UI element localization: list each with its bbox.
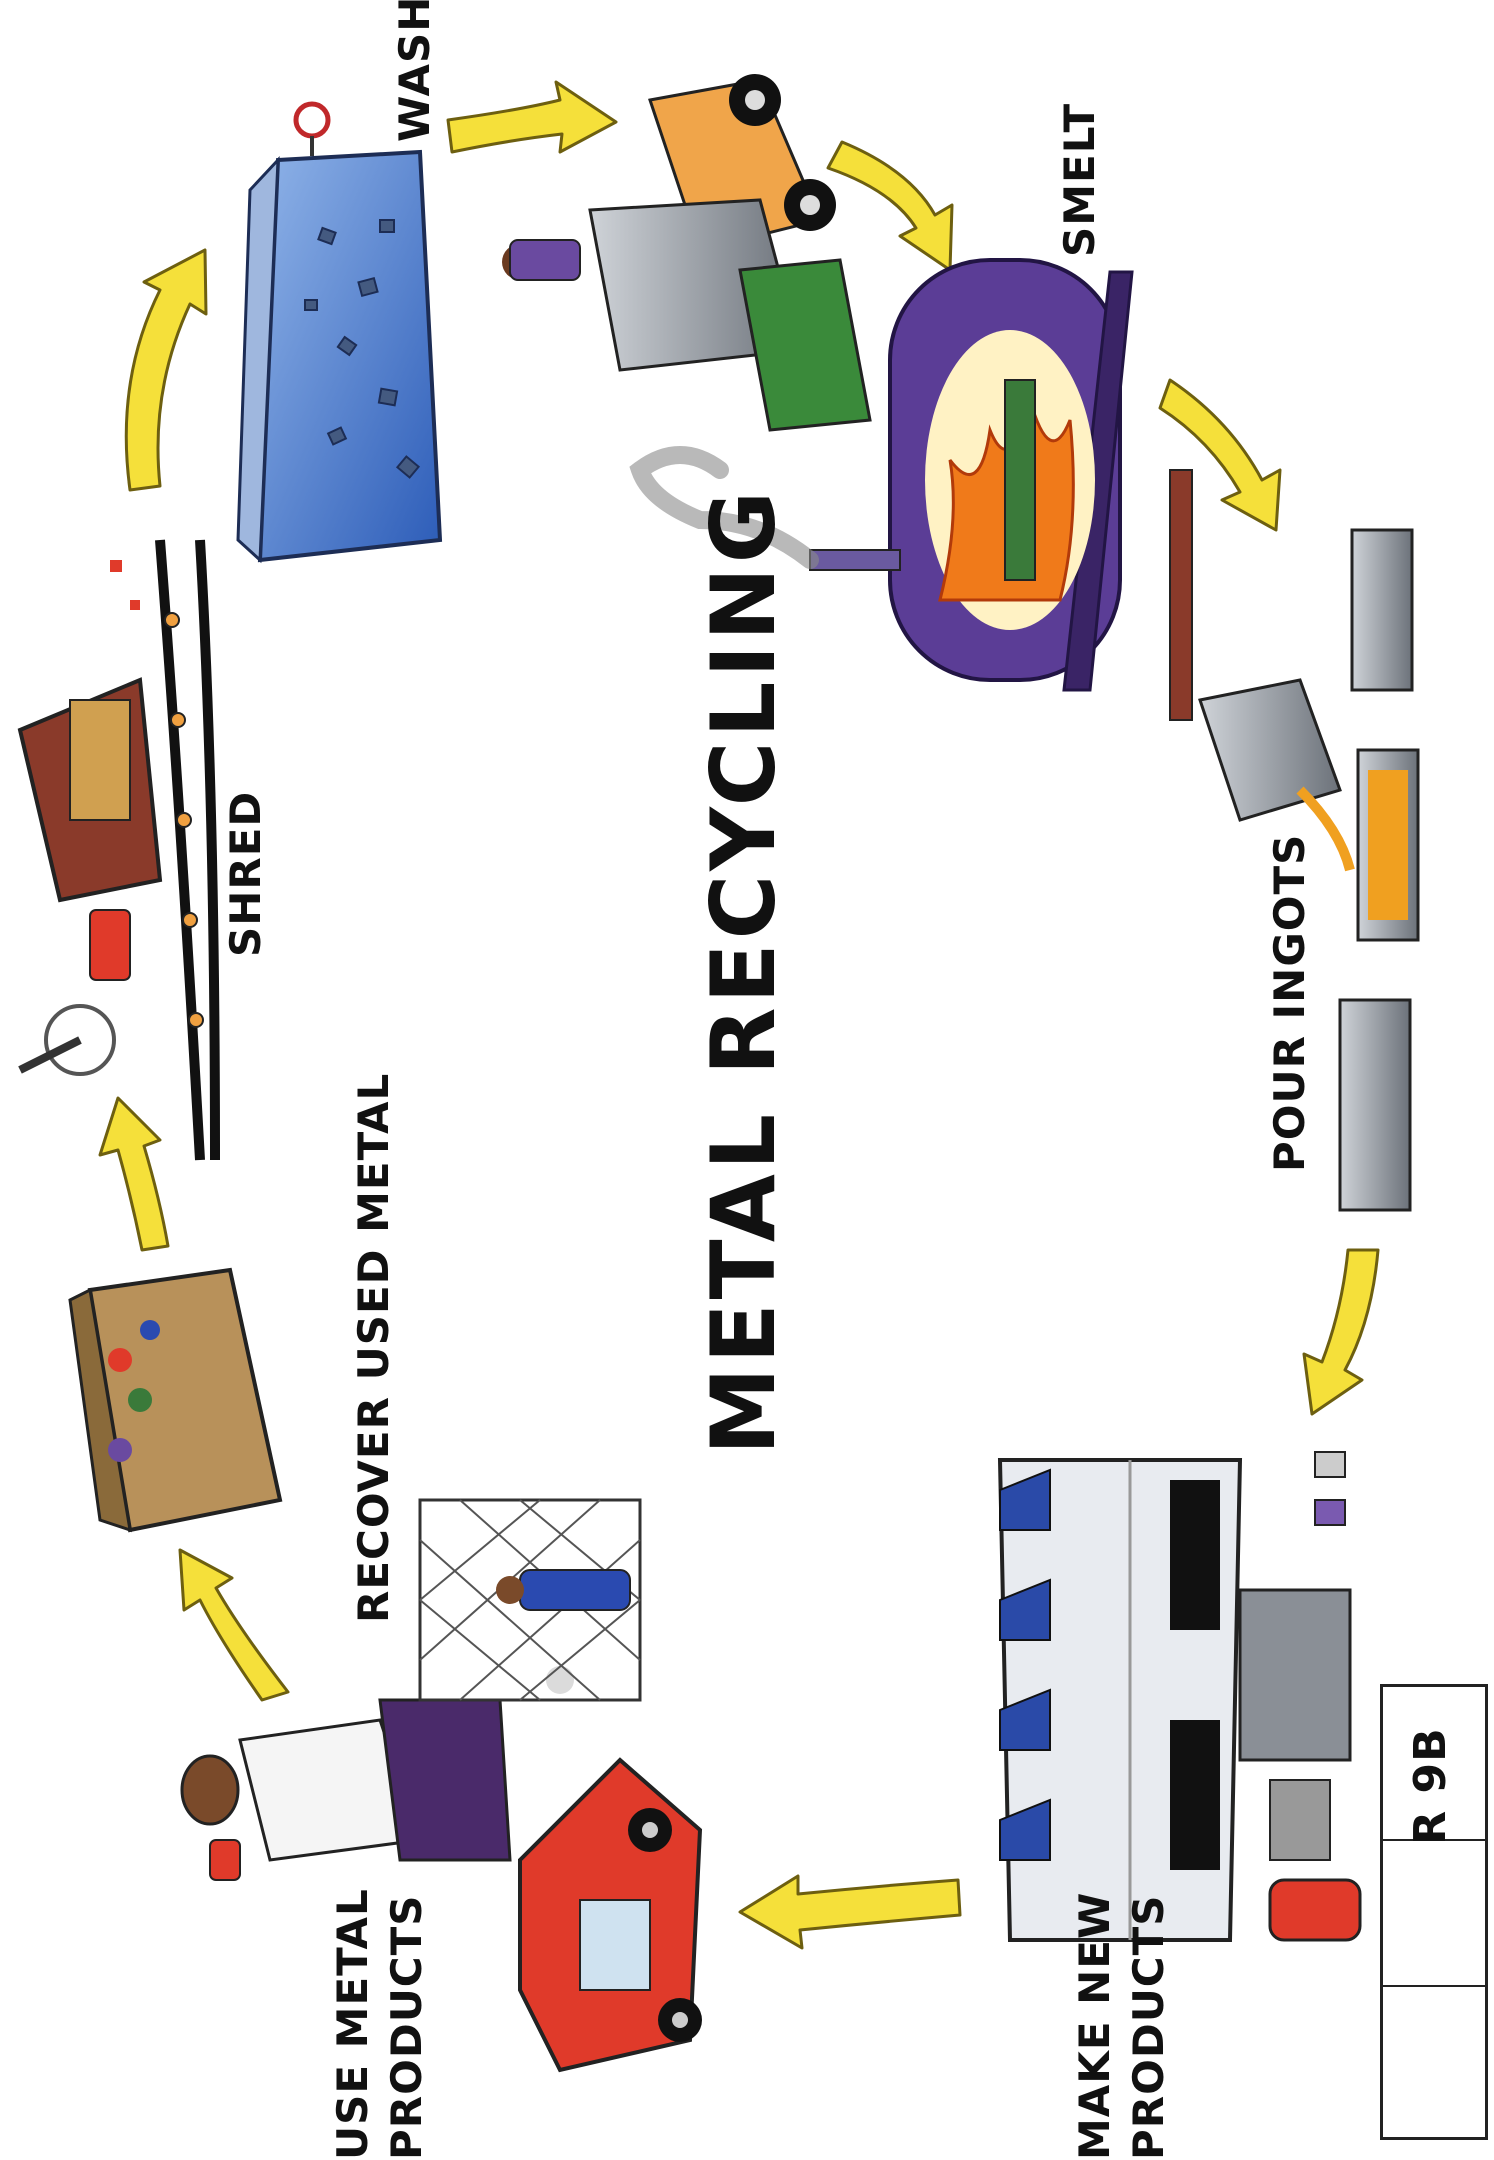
recovery-box: [70, 1270, 280, 1530]
badge-divider: [1383, 1985, 1485, 1987]
make-line-1: MAKE NEW: [1068, 1930, 1122, 2160]
use-line-1: USE METAL: [326, 1930, 380, 2160]
badge-code: R 9B: [1404, 1702, 1464, 1870]
step-label-use-metal-products: USE METAL PRODUCTS: [326, 1930, 436, 2160]
arrow-shred-to-wash: [126, 250, 206, 490]
page-title: METAL RECYCLING: [689, 675, 799, 1455]
make-line-2: PRODUCTS: [1122, 1930, 1176, 2160]
step-label-pour-ingots: POUR INGOTS: [1263, 892, 1317, 1172]
red-car: [520, 1666, 702, 2070]
step-label-shred: SHRED: [219, 797, 273, 957]
arrow-recover-to-shred: [100, 1098, 168, 1250]
step-label-recover: RECOVER USED METAL: [347, 1163, 401, 1623]
arrow-truck-to-smelt: [828, 142, 952, 270]
arrow-pour-to-make: [1304, 1250, 1378, 1414]
arrow-use-to-recover: [180, 1550, 288, 1700]
step-label-wash: WASH: [388, 0, 442, 142]
step-label-smelt: SMELT: [1053, 97, 1107, 257]
arrow-make-to-use: [740, 1876, 960, 1948]
fence-worker: [420, 1500, 640, 1700]
shredder-conveyor: [20, 540, 215, 1160]
wash-tank: [238, 104, 440, 560]
step-label-make-new-products: MAKE NEW PRODUCTS: [1068, 1930, 1178, 2160]
use-line-2: PRODUCTS: [380, 1930, 434, 2160]
man-with-can: [182, 1700, 510, 1880]
arrow-wash-to-truck: [448, 82, 616, 152]
factory: [1000, 1452, 1360, 1940]
